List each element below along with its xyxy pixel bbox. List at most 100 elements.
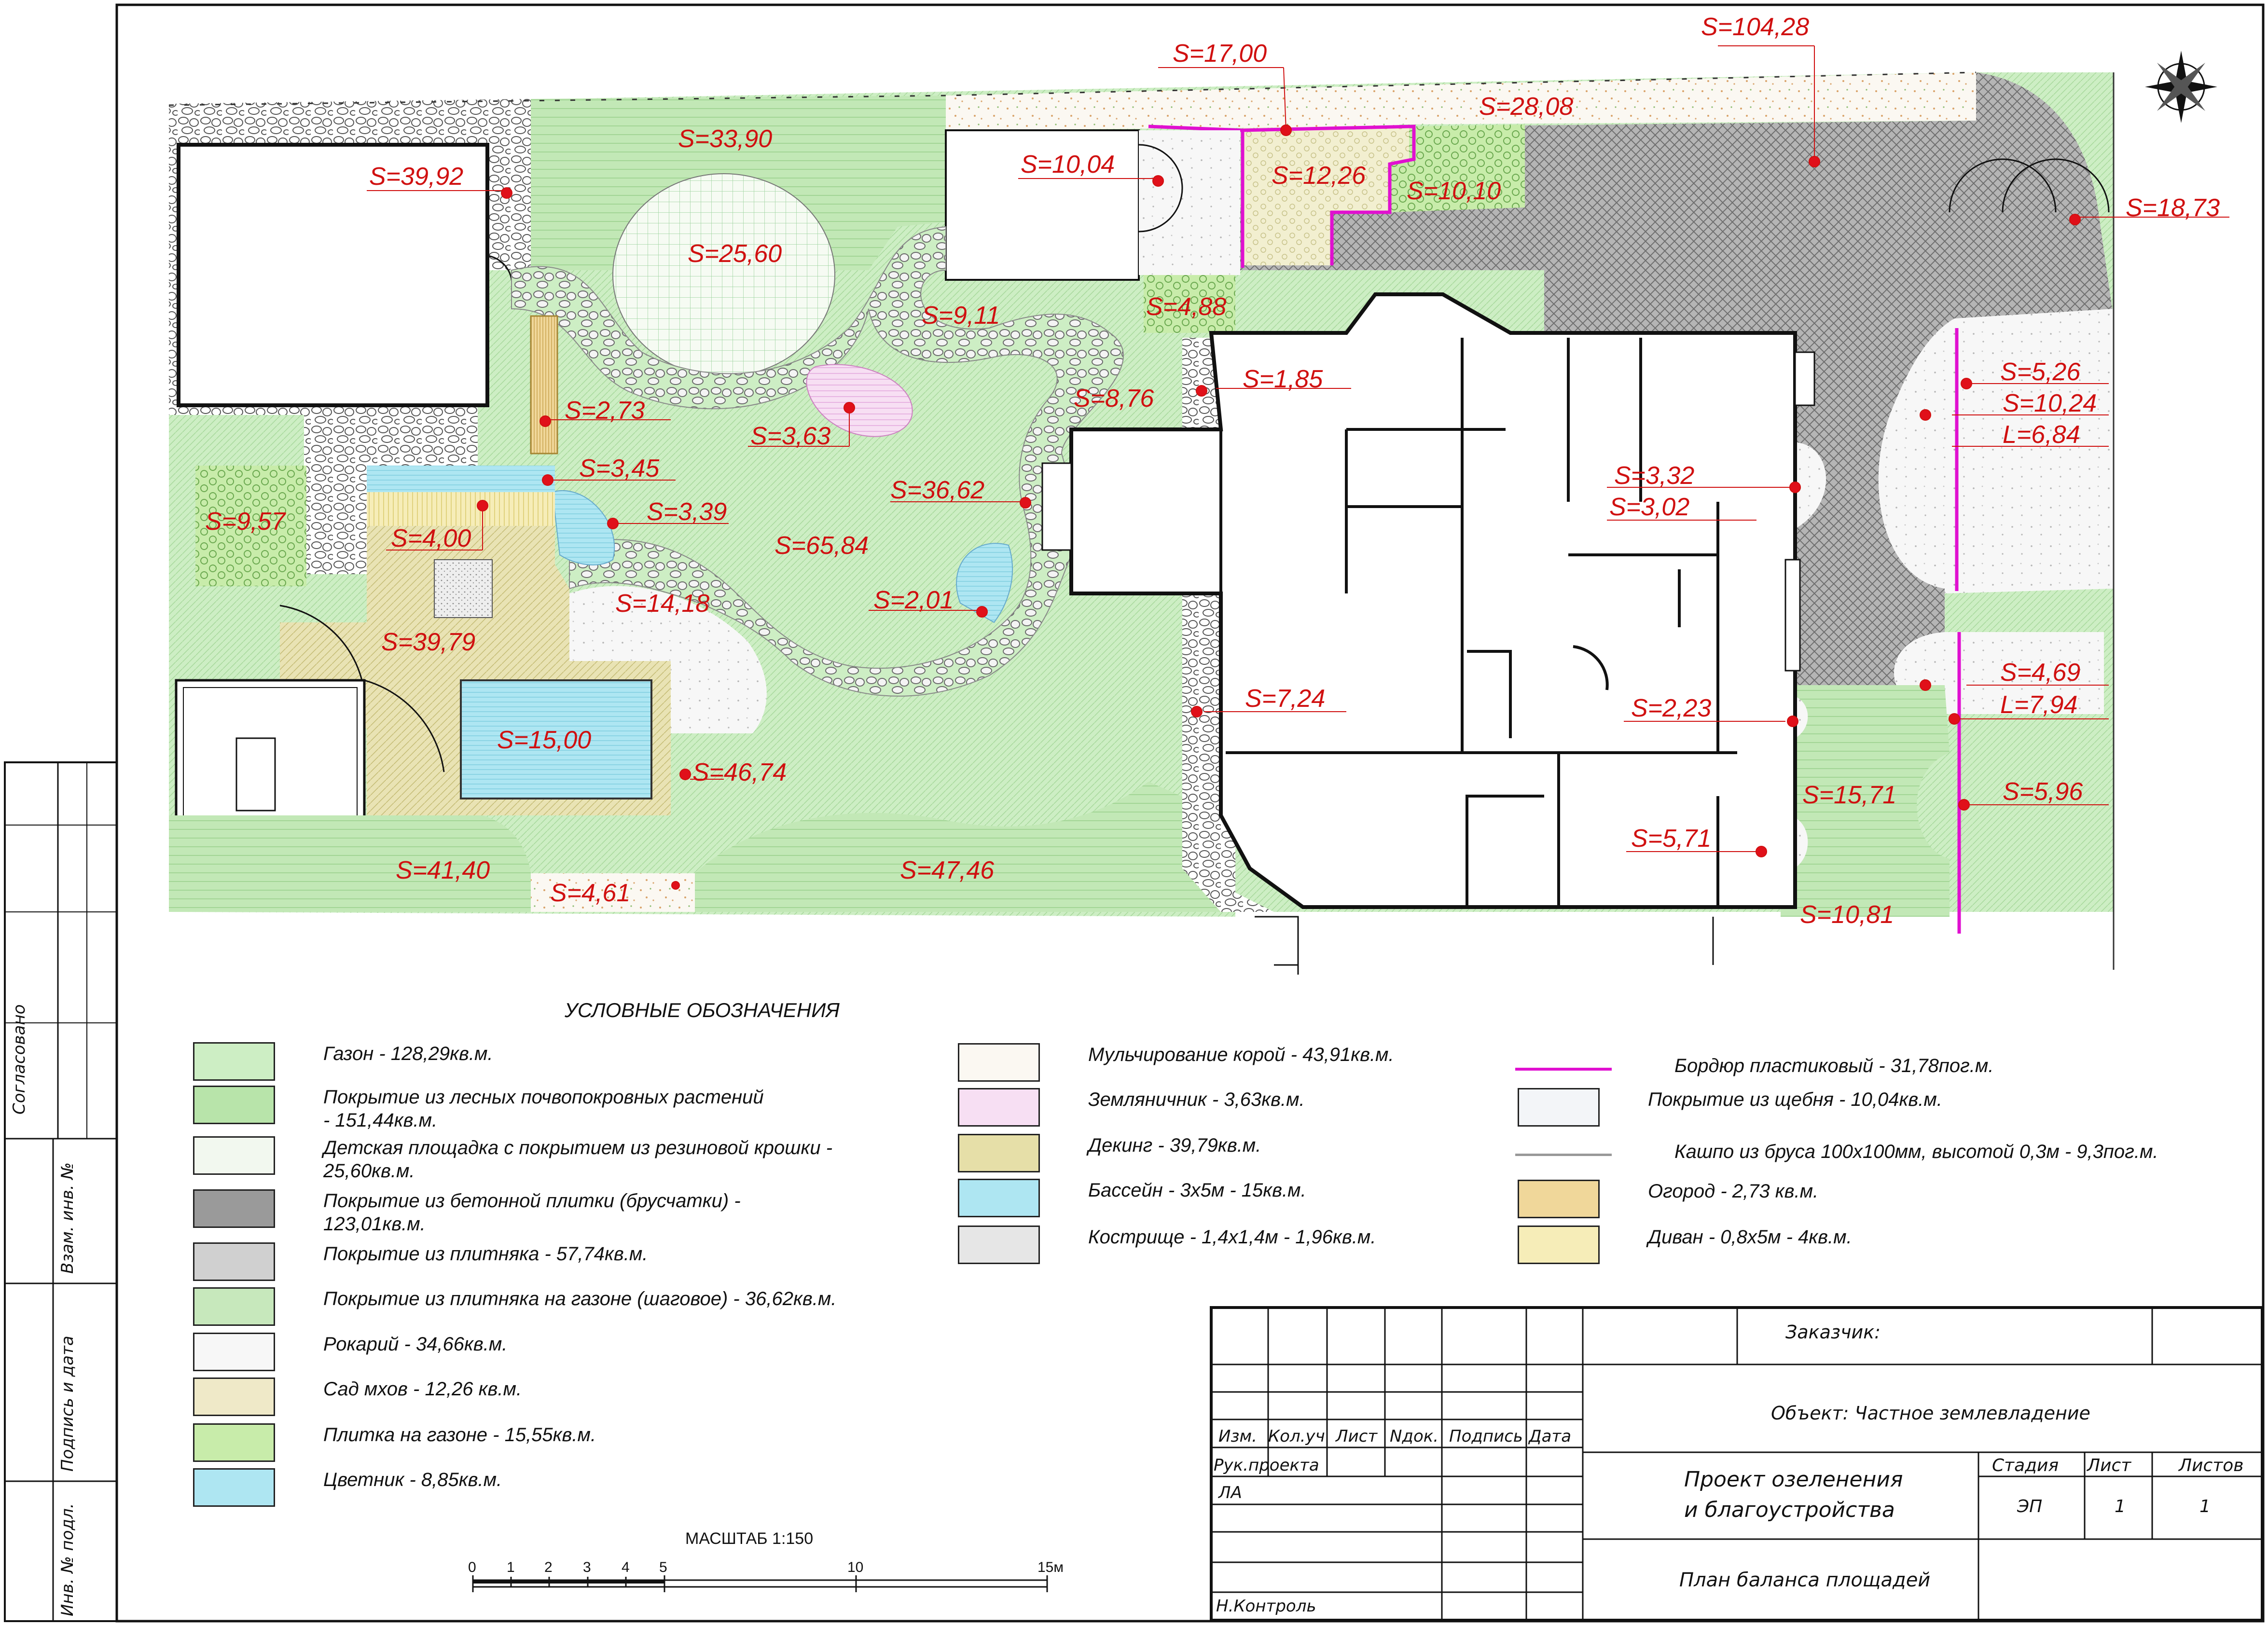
house — [1041, 292, 1815, 909]
tb-header-change: Изм. — [1218, 1427, 1257, 1446]
legend-concrete-paving: Покрытие из бетонной плитки (брусчатки) … — [193, 1189, 741, 1236]
label-s-65-84: S=65,84 — [774, 532, 869, 560]
sofa — [367, 492, 555, 526]
label-s-3-02: S=3,02 — [1609, 493, 1690, 521]
tb-sheets: 1 — [2199, 1497, 2211, 1516]
tb-role-project-lead: Рук.проекта — [1214, 1456, 1319, 1475]
label-s-14-18: S=14,18 — [615, 590, 710, 618]
plastic-border-east — [1955, 328, 1961, 934]
side-approved: Согласовано — [10, 1004, 29, 1115]
label-s-15-71: S=15,71 — [1802, 781, 1897, 809]
tb-sheets-header: Листов — [2179, 1456, 2244, 1475]
swatch-pool — [958, 1179, 1040, 1217]
tb-stage: ЭП — [2017, 1497, 2043, 1516]
moss-garden — [1243, 126, 1409, 265]
tb-header-date: Дата — [1529, 1427, 1572, 1446]
label-s-46-74: S=46,74 — [692, 758, 787, 786]
label-s-4-69: S=4,69 — [2000, 659, 2081, 687]
leader-lines — [367, 45, 2229, 890]
label-s-5-26: S=5,26 — [2000, 358, 2081, 386]
label-s-47-46: S=47,46 — [900, 856, 995, 884]
scale-title: МАСШТАБ 1:150 — [685, 1529, 814, 1548]
swatch-rockery — [193, 1333, 275, 1371]
label-s-3-32: S=3,32 — [1614, 462, 1695, 490]
label-l-7-94: L=7,94 — [2000, 691, 2078, 719]
label-s-41-40: S=41,40 — [396, 856, 490, 884]
legend-playground: Детская площадка с покрытием из резиново… — [193, 1136, 832, 1183]
side-replacement-inv: Взам. инв. № — [58, 1162, 77, 1274]
tb-header-sheet: Лист — [1336, 1427, 1378, 1446]
rockery-right-lower — [1894, 632, 2104, 714]
tb-sheet: 1 — [2115, 1497, 2126, 1516]
tb-project-line2: и благоустройства — [1684, 1498, 1895, 1522]
tb-role-control: Н.Контроль — [1216, 1597, 1316, 1616]
scale-bar — [472, 1575, 1048, 1592]
legend-stepping-stones: Покрытие из плитняка на газоне (шаговое)… — [193, 1287, 836, 1326]
legend-decking: Декинг - 39,79кв.м. — [958, 1134, 1261, 1172]
legend-moss-garden: Сад мхов - 12,26 кв.м. — [193, 1377, 522, 1416]
swatch-stepping-stones — [193, 1287, 275, 1326]
label-s-15-00: S=15,00 — [497, 726, 592, 754]
swatch-groundcover — [193, 1086, 275, 1124]
swatch-fire-pit — [958, 1226, 1040, 1264]
swatch-moss-garden — [193, 1377, 275, 1416]
shed — [945, 129, 1140, 281]
flower-strip — [367, 466, 555, 492]
swatch-flagstone — [193, 1242, 275, 1281]
label-s-1-85: S=1,85 — [1243, 365, 1323, 393]
tb-header-doc: Nдок. — [1390, 1427, 1439, 1446]
swatch-sofa — [1518, 1226, 1600, 1264]
label-s-10-81: S=10,81 — [1800, 901, 1895, 929]
groundcover-south-west — [169, 815, 533, 912]
label-s-7-24: S=7,24 — [1245, 685, 1326, 713]
legend-planter: Кашпо из бруса 100х100мм, высотой 0,3м -… — [1515, 1135, 2158, 1163]
label-s-4-00: S=4,00 — [391, 524, 471, 552]
stepping-stone-path — [511, 226, 1124, 697]
legend-lawn: Газон - 128,29кв.м. — [193, 1042, 493, 1081]
scale-tick-1: 1 — [507, 1559, 515, 1575]
scale-tick-4: 4 — [622, 1559, 630, 1575]
tb-role-la: ЛА — [1218, 1483, 1242, 1502]
legend-groundcover: Покрытие из лесных почвопокровных растен… — [193, 1086, 764, 1132]
mulch-strip-south — [531, 873, 695, 912]
garage — [177, 143, 489, 407]
swatch-strawberry — [958, 1088, 1040, 1127]
tb-object: Объект: Частное землевладение — [1771, 1403, 2090, 1424]
label-s-3-63: S=3,63 — [750, 422, 831, 450]
rockery-right-upper — [1878, 309, 2114, 593]
swatch-concrete-paving — [193, 1189, 275, 1228]
scale-tick-2: 2 — [544, 1559, 553, 1575]
label-s-4-88: S=4,88 — [1146, 293, 1227, 321]
legend-vegetable-garden: Огород - 2,73 кв.м. — [1518, 1180, 1818, 1218]
label-s-2-01: S=2,01 — [873, 586, 954, 614]
scale-tick-3: 3 — [583, 1559, 591, 1575]
side-stamp — [4, 761, 118, 1622]
flower-bed-east — [956, 543, 1013, 623]
legend-rockery: Рокарий - 34,66кв.м. — [193, 1333, 507, 1371]
mulch-strip-north — [946, 72, 1976, 130]
legend-title: УСЛОВНЫЕ ОБОЗНАЧЕНИЯ — [565, 999, 840, 1021]
tb-customer-label: Заказчик: — [1785, 1322, 1881, 1343]
swatch-decking — [958, 1134, 1040, 1172]
label-s-12-26: S=12,26 — [1272, 162, 1366, 190]
scale-tick-5: 5 — [659, 1559, 667, 1575]
label-s-5-96: S=5,96 — [2003, 778, 2083, 806]
tb-header-signature: Подпись — [1449, 1427, 1523, 1446]
rockery-centre — [569, 586, 767, 733]
side-original-inv: Инв. № подл. — [58, 1503, 77, 1616]
label-s-25-60: S=25,60 — [688, 240, 782, 268]
label-s-104-28: S=104,28 — [1701, 13, 1810, 41]
tb-sheet-header: Лист — [2087, 1456, 2131, 1475]
legend-plastic-border: Бордюр пластиковый - 31,78пог.м. — [1515, 1049, 1993, 1077]
title-block — [1210, 1306, 2264, 1622]
flower-bed-west — [552, 490, 615, 565]
gate-paving — [1976, 72, 2114, 318]
swatch-lawn — [193, 1042, 275, 1081]
label-s-18-73: S=18,73 — [2126, 194, 2220, 222]
label-s-2-73: S=2,73 — [565, 397, 645, 425]
swatch-plastic-border — [1515, 1068, 1612, 1071]
label-s-10-04: S=10,04 — [1021, 151, 1115, 179]
tb-stage-header: Стадия — [1992, 1456, 2059, 1475]
label-l-6-84: L=6,84 — [2003, 421, 2080, 449]
label-s-9-11: S=9,11 — [922, 302, 1000, 330]
